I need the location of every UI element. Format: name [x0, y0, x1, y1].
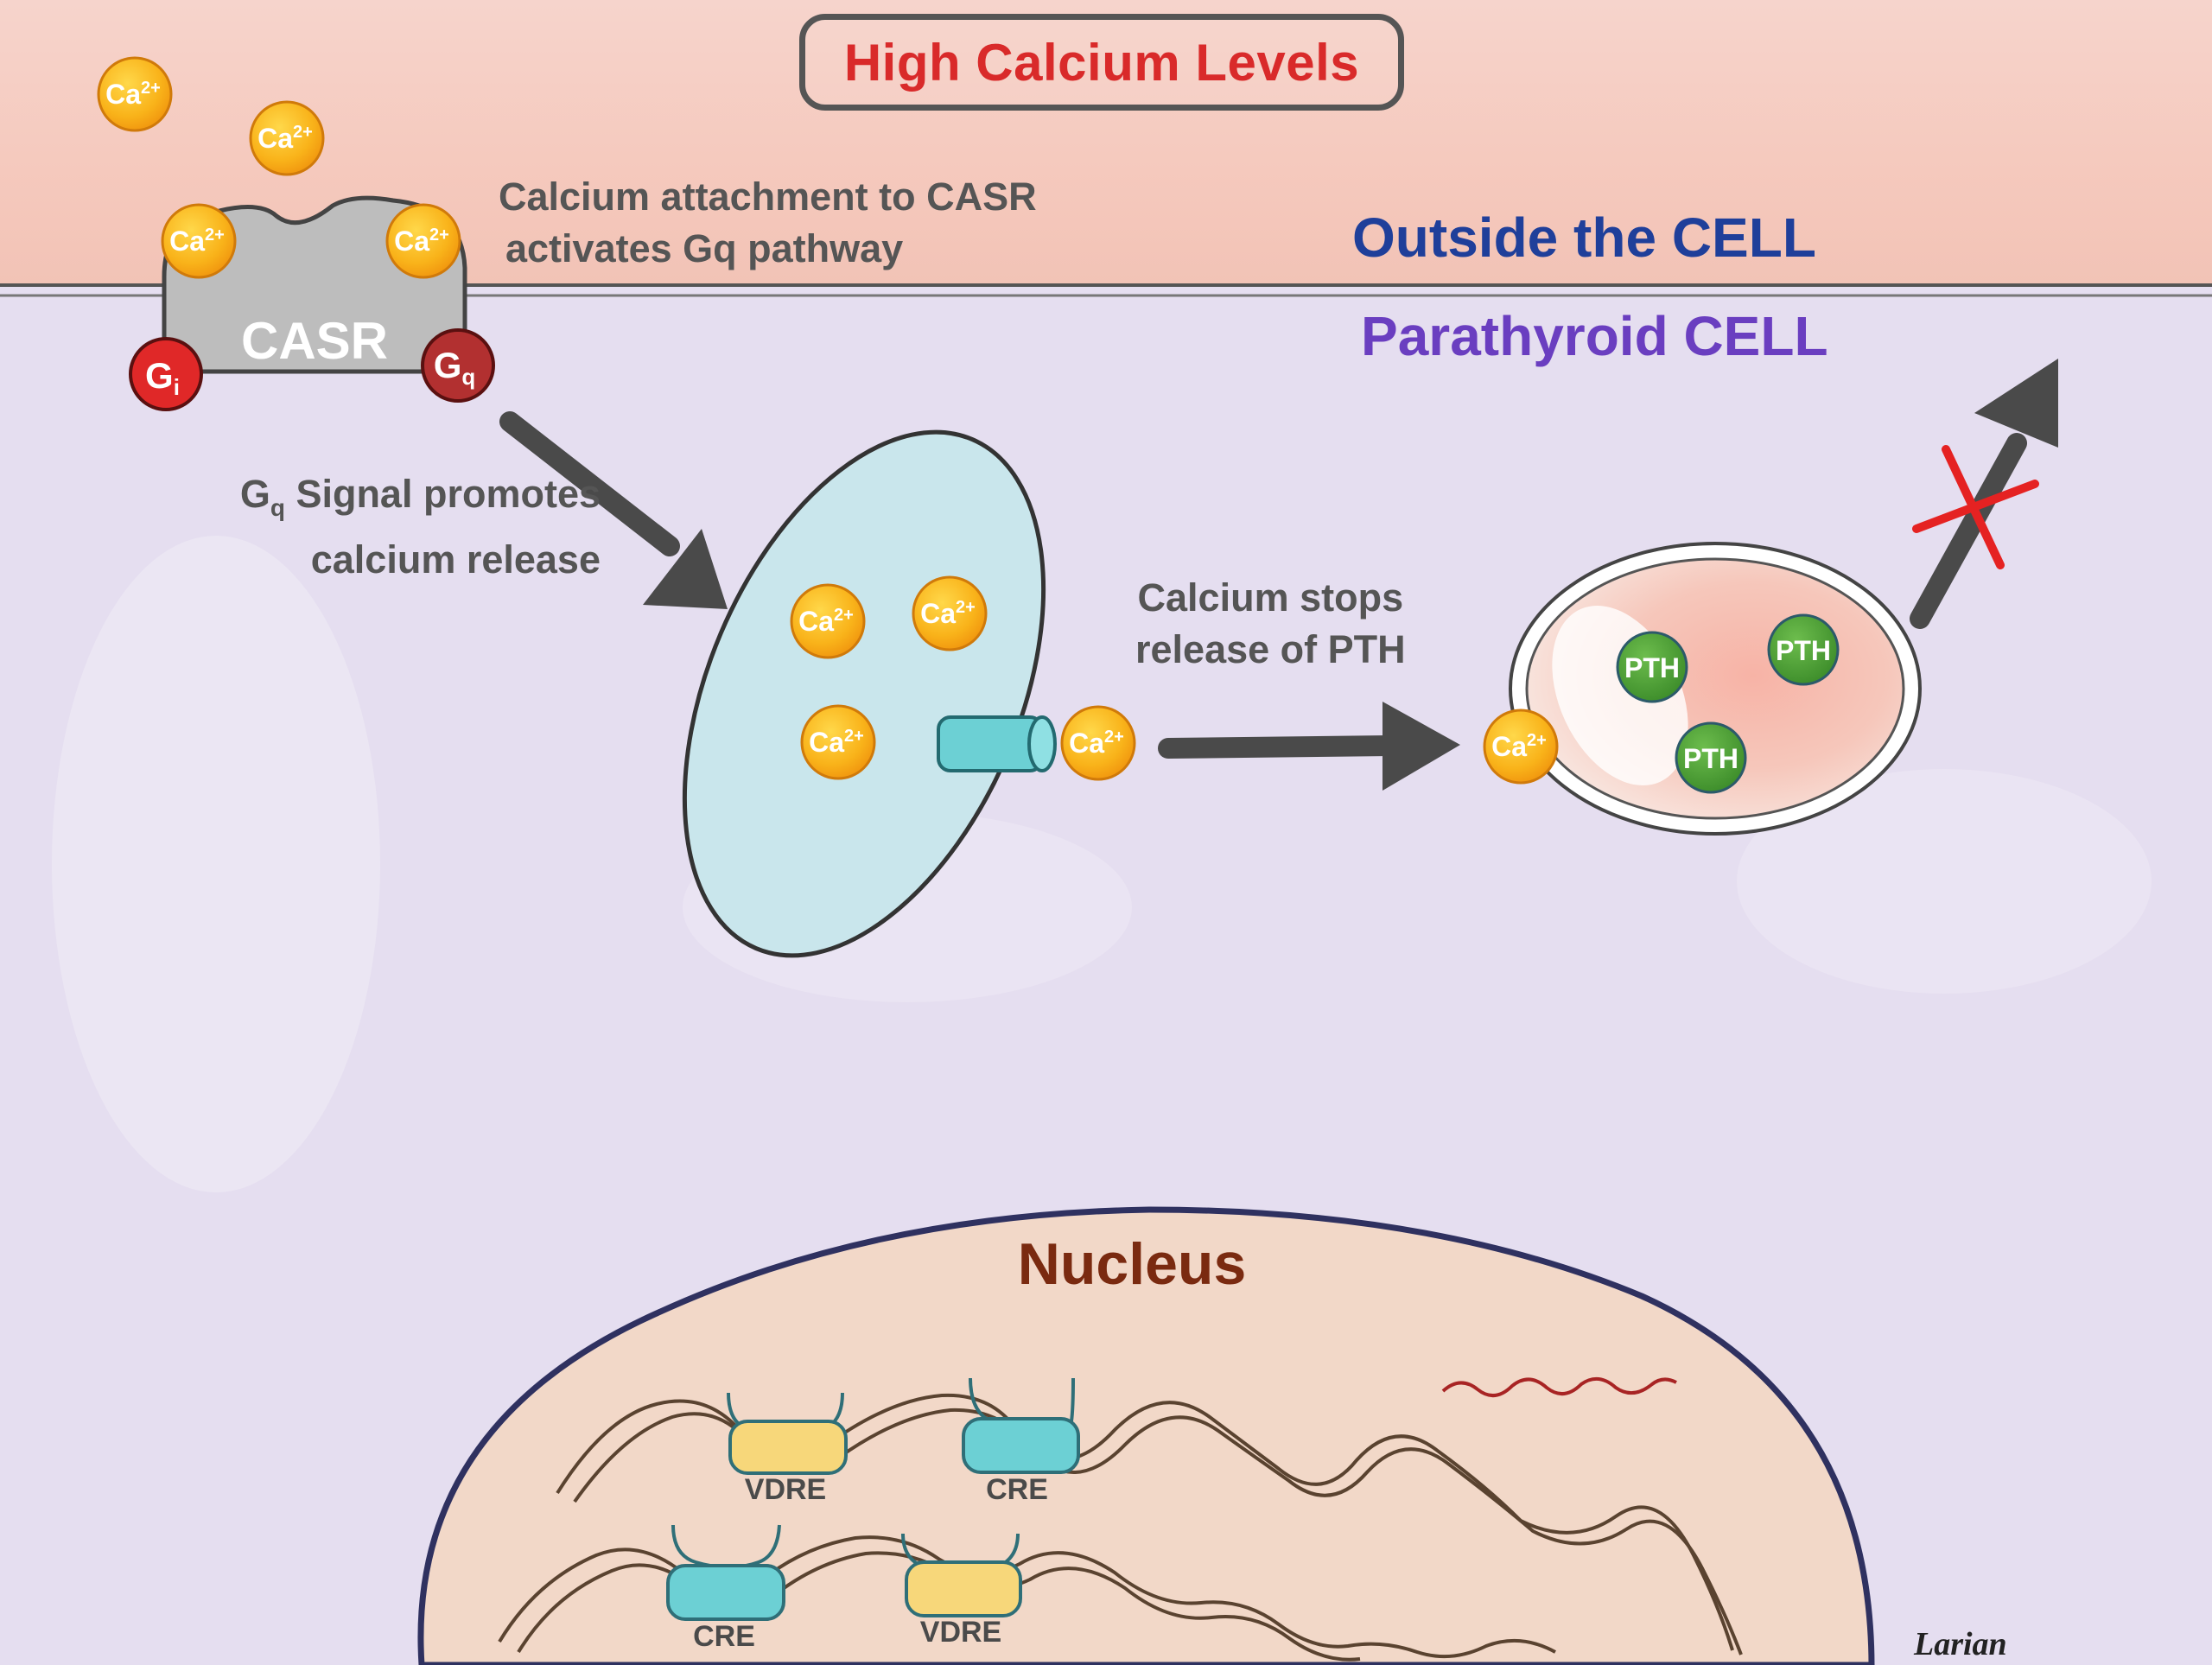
annotation-calcium-stops: Calcium stops release of PTH — [1135, 572, 1406, 676]
pth-molecule: PTH — [1616, 631, 1688, 703]
svg-text:Ca2+: Ca2+ — [1491, 731, 1547, 762]
nucleus — [417, 1206, 1875, 1665]
calcium-ion: Ca2+ — [249, 100, 325, 176]
annotation-line: Calcium attachment to CASR — [499, 175, 1037, 219]
annotation-casr-activation: Calcium attachment to CASR activates Gq … — [499, 171, 1037, 275]
calcium-ion: Ca2+ — [912, 575, 988, 651]
casr-label: CASR — [241, 312, 388, 370]
mrna-squiggle — [1441, 1377, 1677, 1397]
arrow-pth-release-blocked — [1910, 359, 2058, 629]
texture-wisp — [1737, 769, 2152, 994]
pth-molecules: PTH PTH PTH — [1616, 613, 1840, 794]
svg-text:Ca2+: Ca2+ — [920, 598, 976, 629]
response-element-cre-top — [962, 1377, 1080, 1474]
gi-subunit — [129, 337, 203, 411]
pth-molecule: PTH — [1675, 721, 1747, 794]
calcium-ion: Ca2+ — [1060, 705, 1136, 781]
response-label-cre-top: CRE — [986, 1473, 1048, 1506]
svg-text:Ca2+: Ca2+ — [798, 606, 854, 637]
arrow-calcium-to-vesicle — [1158, 702, 1460, 791]
texture-wisp — [52, 536, 380, 1192]
calcium-ion: Ca2+ — [1483, 709, 1559, 785]
title-box: High Calcium Levels — [799, 14, 1404, 111]
calcium-ion: Ca2+ — [97, 56, 173, 132]
response-element-cre-bottom — [666, 1524, 785, 1621]
svg-text:Ca2+: Ca2+ — [105, 79, 161, 110]
annotation-gq-signal: Gq Signal promotes calcium release — [164, 468, 601, 586]
pth-molecule: PTH — [1767, 613, 1840, 686]
signature: Larian — [1913, 1626, 2007, 1662]
svg-text:PTH: PTH — [1776, 635, 1831, 666]
response-element-vdre-top — [727, 1392, 848, 1475]
svg-text:Ca2+: Ca2+ — [394, 226, 449, 257]
annotation-line: Gq Signal promotes — [239, 472, 601, 521]
region-label-outside: Outside the CELL — [1352, 207, 1816, 269]
response-element-vdre-bottom — [901, 1533, 1022, 1617]
gi-label: Gi — [145, 355, 180, 400]
svg-text:Ca2+: Ca2+ — [1069, 728, 1124, 759]
annotation-line: calcium release — [310, 537, 601, 581]
calcium-ion: Ca2+ — [800, 704, 876, 780]
response-label-vdre-bottom: VDRE — [920, 1616, 1001, 1649]
nucleus-title: Nucleus — [1017, 1231, 1247, 1297]
gq-subunit — [421, 328, 495, 403]
region-label-cell: Parathyroid CELL — [1361, 305, 1828, 367]
calcium-ion: Ca2+ — [385, 203, 461, 279]
calcium-ion: Ca2+ — [790, 583, 866, 659]
response-label-cre-bottom: CRE — [693, 1620, 755, 1653]
svg-text:Ca2+: Ca2+ — [809, 727, 864, 758]
calcium-ion: Ca2+ — [161, 203, 237, 279]
block-x-icon — [1912, 445, 2039, 569]
calcium-channel — [937, 715, 1057, 772]
svg-text:PTH: PTH — [1683, 743, 1738, 774]
response-label-vdre-top: VDRE — [745, 1473, 826, 1506]
svg-text:PTH: PTH — [1624, 652, 1680, 683]
annotation-line: Calcium stops — [1137, 575, 1404, 620]
page-title: High Calcium Levels — [843, 33, 1360, 92]
annotation-line: activates Gq pathway — [505, 226, 904, 270]
annotation-line: release of PTH — [1135, 627, 1406, 671]
gq-label: Gq — [434, 345, 476, 390]
svg-text:Ca2+: Ca2+ — [257, 123, 313, 154]
calcium-ions: Ca2+ Ca2+ Ca2+ Ca2+ Ca2+ Ca2+ Ca2+ Ca2+ Ca2+ — [97, 56, 1559, 785]
arrow-casr-to-er — [499, 411, 728, 609]
svg-text:Ca2+: Ca2+ — [169, 226, 225, 257]
